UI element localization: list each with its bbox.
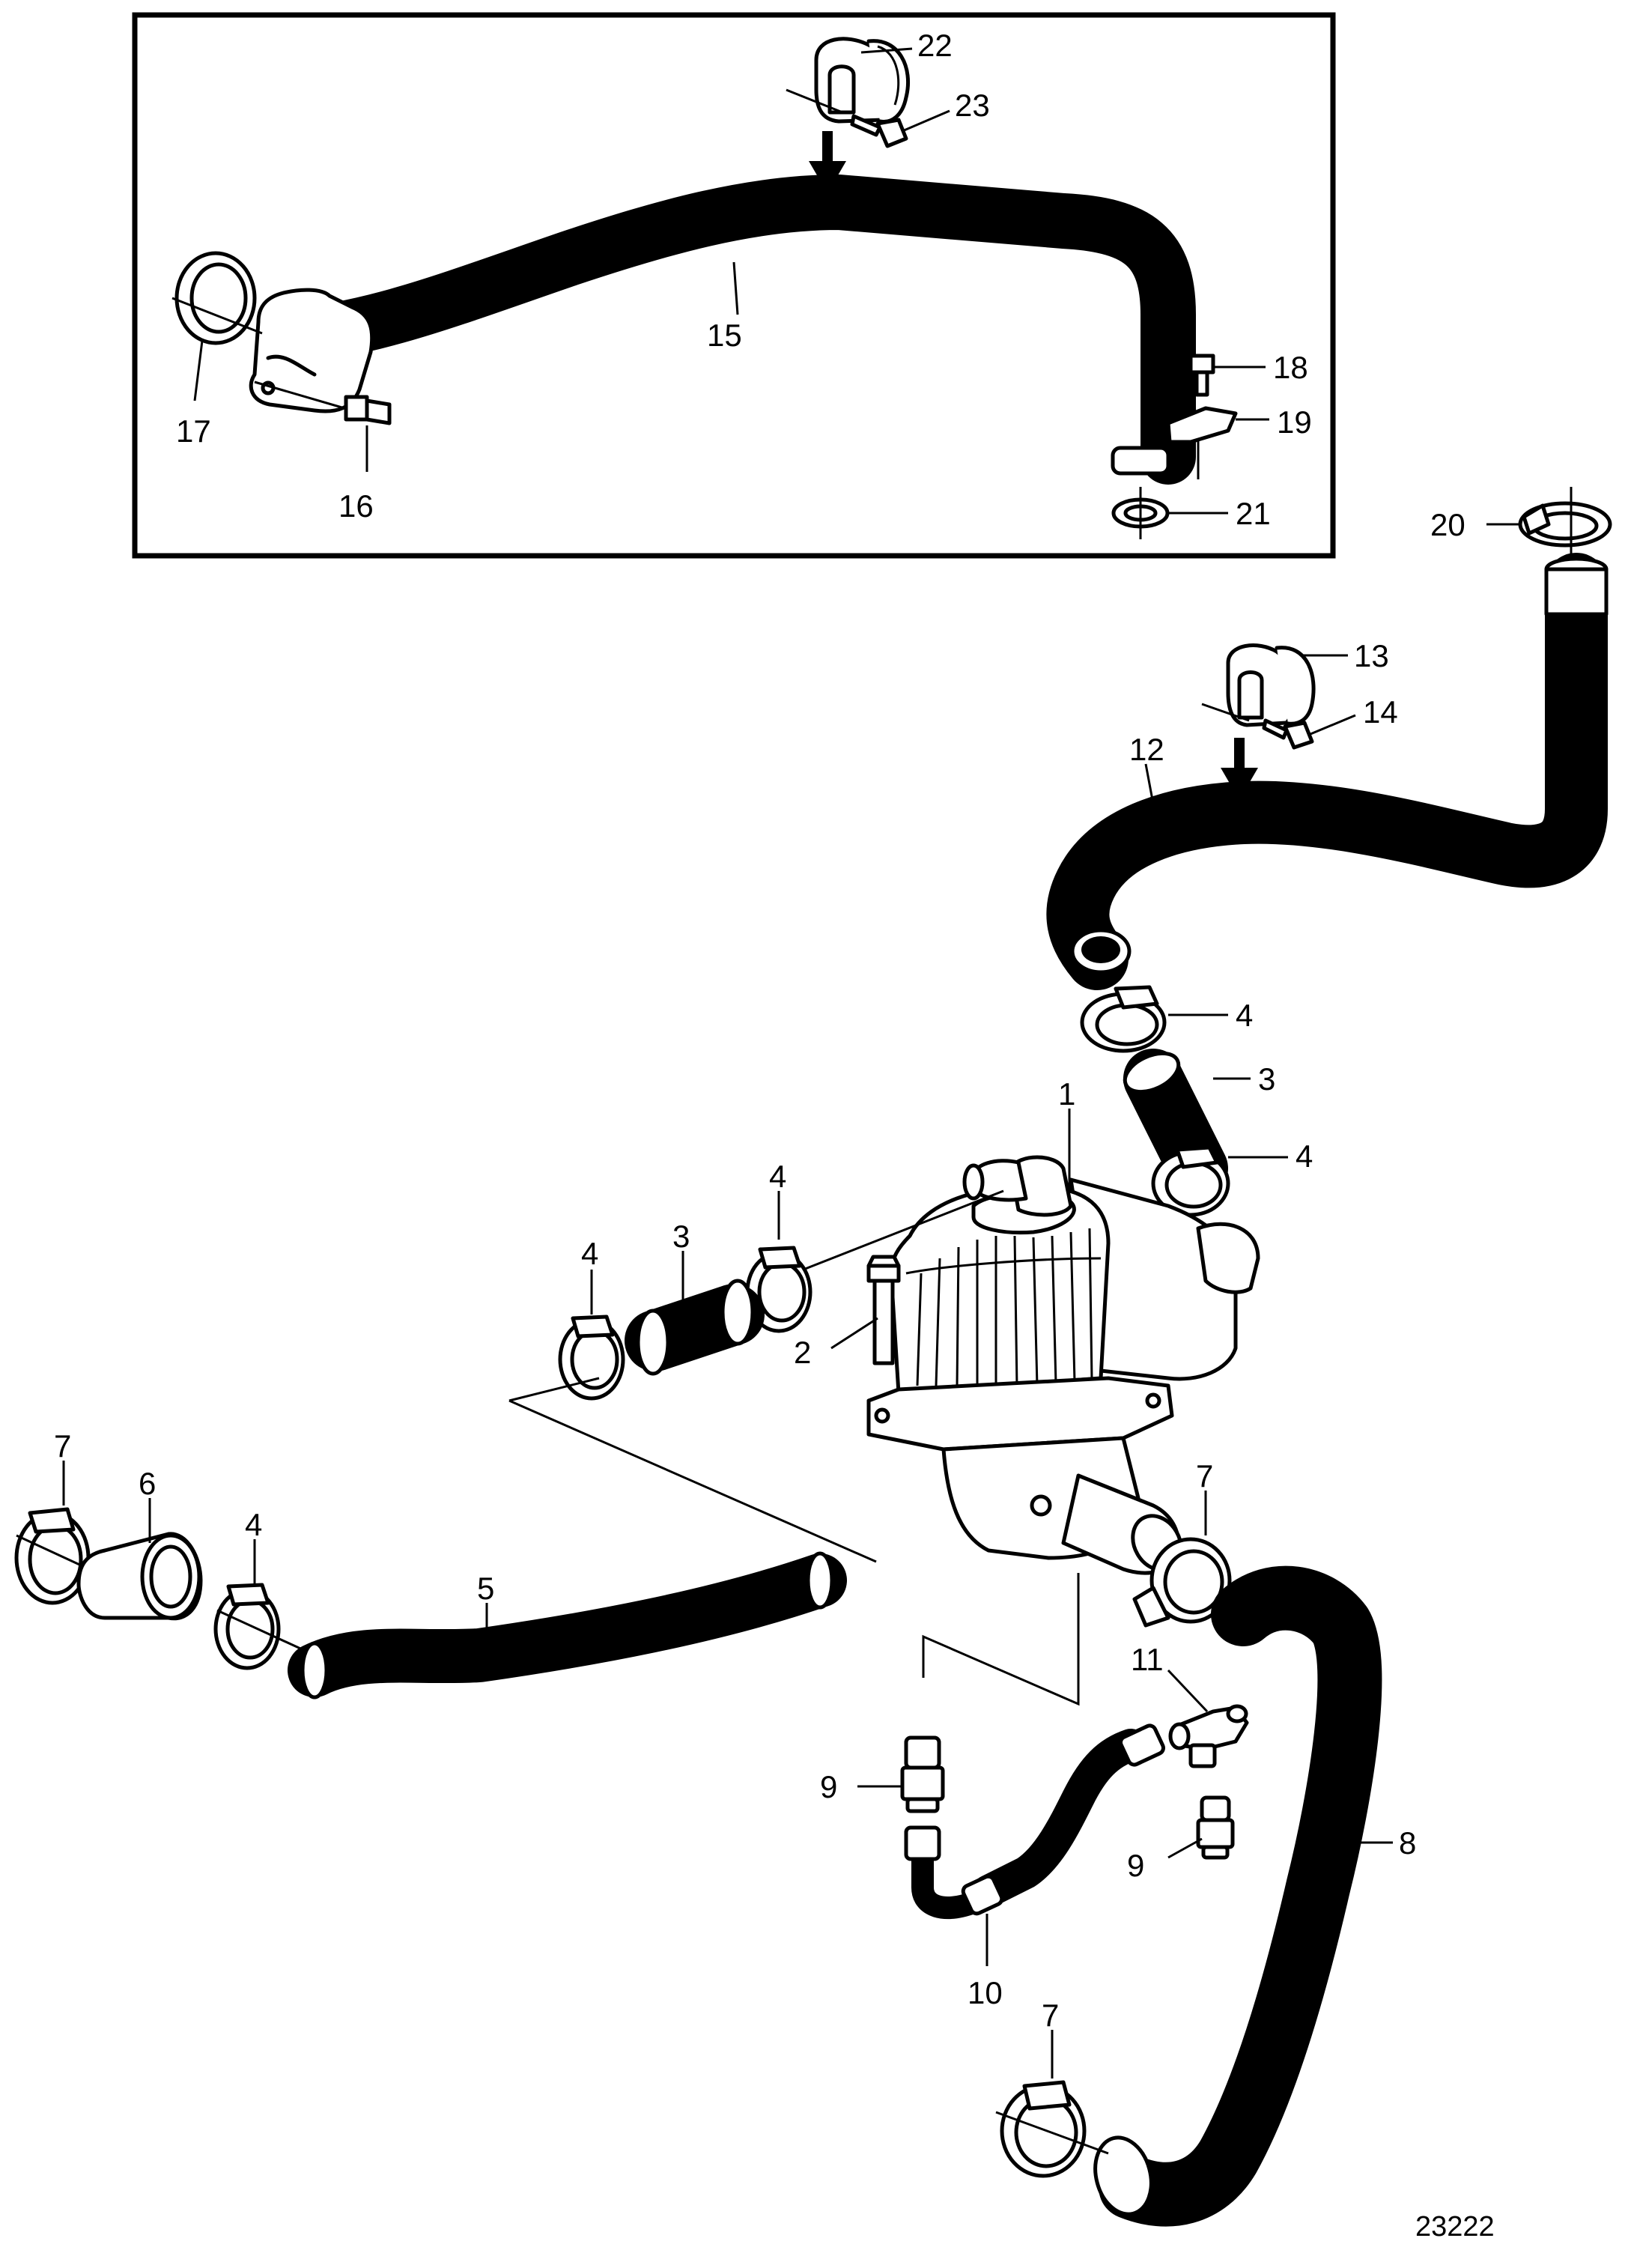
callout-11: 11 [1131, 1642, 1164, 1677]
clamp-4-mid-left [558, 1315, 625, 1401]
callout-4-far-left: 4 [245, 1507, 262, 1542]
fitting-9-right [1196, 1795, 1235, 1860]
bolt-16 [254, 380, 392, 472]
tee-fitting-11 [1168, 1704, 1249, 1768]
clamp-4-far-left [213, 1583, 281, 1670]
seal-ring-17 [174, 251, 257, 345]
figure-number: 23222 [1415, 2211, 1495, 2243]
clamp-7-pump-outlet [1132, 1537, 1232, 1628]
callout-9-right: 9 [1127, 1848, 1144, 1883]
callout-2: 2 [794, 1335, 811, 1370]
callout-6: 6 [139, 1466, 156, 1501]
clamp-22 [814, 37, 911, 124]
callout-8: 8 [1399, 1825, 1416, 1861]
callout-7-left: 7 [54, 1428, 71, 1464]
callout-21: 21 [1236, 496, 1271, 531]
callout-12: 12 [1129, 732, 1164, 767]
cooling-fins [905, 1228, 1102, 1389]
callout-4-mid-left: 4 [581, 1236, 598, 1271]
hose-5 [288, 1551, 847, 1700]
callout-19: 19 [1277, 404, 1312, 440]
bolt-2 [866, 1255, 901, 1365]
clamp-7-left [14, 1507, 91, 1605]
mounting-arrow [809, 131, 846, 193]
fitting-9-left [900, 1735, 945, 1813]
callout-4-mid-right: 4 [769, 1159, 786, 1194]
bolt-18 [1188, 354, 1266, 397]
mounting-arrow-2 [1221, 738, 1258, 800]
callout-3-right: 3 [1258, 1061, 1275, 1097]
inset-frame [132, 12, 1336, 559]
hose-8 [1093, 1565, 1382, 2227]
callout-13: 13 [1354, 638, 1389, 673]
callout-7-pump: 7 [1196, 1458, 1213, 1494]
callout-4-right-lower: 4 [1296, 1138, 1313, 1174]
callout-10: 10 [968, 1975, 1003, 2010]
air-pump-1 [866, 1155, 1260, 1575]
callout-3-left: 3 [672, 1219, 690, 1254]
hose-3-left [625, 1279, 765, 1376]
callout-23: 23 [955, 88, 990, 123]
seal-21 [1111, 487, 1228, 539]
clamp-4-upper-right [1080, 985, 1167, 1053]
clamp-4-lower-right [1151, 1145, 1230, 1217]
callout-16: 16 [338, 488, 374, 524]
sleeve-6 [76, 1532, 203, 1621]
callout-18: 18 [1273, 350, 1308, 385]
hose-12 [1046, 553, 1609, 990]
clamp-7-bottom [1000, 2080, 1087, 2178]
callout-5: 5 [477, 1571, 494, 1606]
callout-14: 14 [1363, 694, 1398, 730]
callout-7-bottom: 7 [1042, 1998, 1059, 2033]
bolt-23 [850, 109, 950, 148]
clamp-20 [1486, 487, 1612, 558]
callout-9-left: 9 [820, 1769, 837, 1804]
pipe-10 [904, 1723, 1165, 1920]
bracket-19 [1166, 406, 1269, 479]
callout-22: 22 [917, 28, 953, 63]
callout-17: 17 [176, 413, 211, 449]
clamp-13 [1201, 643, 1348, 727]
callout-4-right-upper: 4 [1236, 998, 1253, 1033]
callout-20: 20 [1430, 507, 1465, 542]
bolt-14 [1262, 714, 1356, 750]
callout-15: 15 [707, 318, 742, 353]
callout-1: 1 [1058, 1076, 1075, 1112]
pipe-15 [257, 175, 1196, 485]
